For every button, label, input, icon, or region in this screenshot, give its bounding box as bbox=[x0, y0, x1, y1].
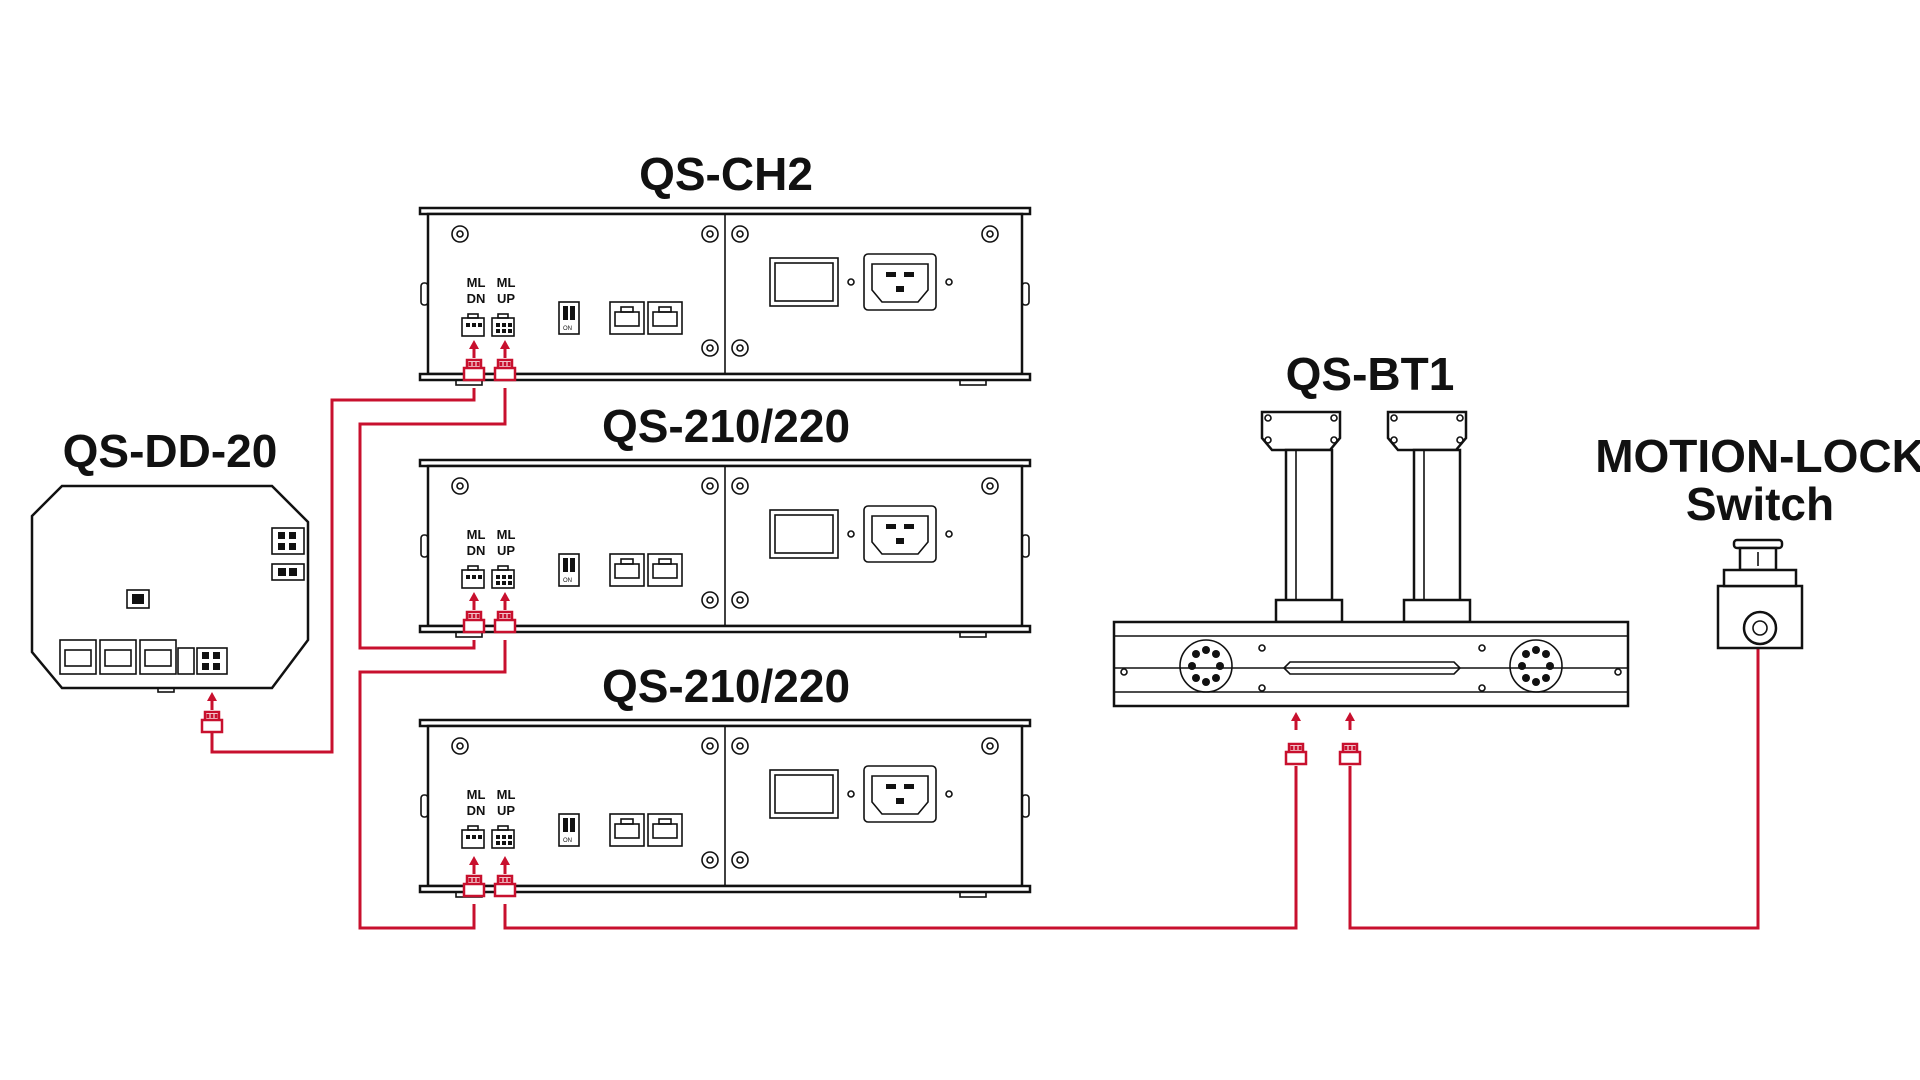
ml-dn-label: DN bbox=[467, 803, 486, 818]
ml-label: ML bbox=[497, 275, 516, 290]
qs-ch2-title: QS-CH2 bbox=[639, 148, 813, 200]
qs-bt1-device: QS-BT1 bbox=[1112, 348, 1630, 766]
ml-up-label: UP bbox=[497, 803, 515, 818]
ml-up-label: UP bbox=[497, 543, 515, 558]
motion-lock-switch-device: MOTION-LOCK Switch bbox=[1595, 430, 1920, 650]
ml-label: ML bbox=[467, 787, 486, 802]
motion-lock-title-line1: MOTION-LOCK bbox=[1595, 430, 1920, 482]
ml-dn-label: DN bbox=[467, 291, 486, 306]
qs-210-220-title-2: QS-210/220 bbox=[602, 660, 850, 712]
dip-on-label: ON bbox=[563, 578, 572, 584]
ml-label: ML bbox=[497, 527, 516, 542]
qs-ch2-device: QS-CH2 ML DN ML UP ON bbox=[418, 148, 1032, 387]
ml-up-label: UP bbox=[497, 291, 515, 306]
qs-dd-20-title: QS-DD-20 bbox=[63, 425, 278, 477]
ml-dn-label: DN bbox=[467, 543, 486, 558]
dip-on-label: ON bbox=[563, 838, 572, 844]
ml-label: ML bbox=[467, 275, 486, 290]
ml-label: ML bbox=[497, 787, 516, 802]
qs-dd-20-device: QS-DD-20 bbox=[30, 425, 310, 734]
dip-on-label: ON bbox=[563, 326, 572, 332]
qs-210-220-device-1: QS-210/220 ML DN ML UP ON bbox=[418, 400, 1032, 639]
red-wiring bbox=[210, 388, 1760, 930]
qs-210-220-device-2: QS-210/220 ML DN ML UP ON bbox=[418, 660, 1032, 899]
qs-bt1-title: QS-BT1 bbox=[1286, 348, 1455, 400]
motion-lock-title-line2: Switch bbox=[1686, 478, 1834, 530]
qs-210-220-title-1: QS-210/220 bbox=[602, 400, 850, 452]
ml-label: ML bbox=[467, 527, 486, 542]
